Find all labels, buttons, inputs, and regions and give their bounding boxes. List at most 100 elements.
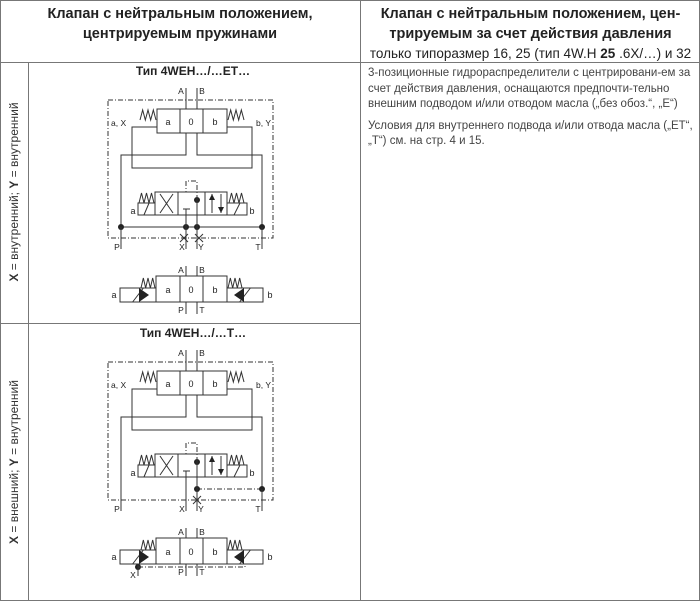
side-col-divider — [28, 62, 29, 601]
pilot-line — [138, 564, 246, 568]
table-border-top — [0, 0, 700, 1]
solenoid-b-label: b — [267, 552, 272, 562]
spring-icon — [227, 108, 245, 122]
port-y-label: Y — [198, 242, 204, 252]
header-divider — [0, 62, 700, 63]
table-border-bottom — [0, 600, 700, 601]
pilot-triangle-icon — [234, 550, 244, 564]
enclosure-frame — [107, 361, 274, 501]
header-line: центрируемым пружинами — [82, 26, 278, 42]
plug-icon — [179, 233, 189, 243]
port-y-label: Y — [198, 504, 204, 514]
port-ax-label: a, X — [111, 118, 126, 128]
port-x-label: X — [179, 242, 185, 252]
pilot-line — [185, 442, 198, 462]
port-ax-label: a, X — [111, 380, 126, 390]
solenoid-b-label: b — [249, 206, 254, 216]
position-b-label: b — [212, 379, 217, 389]
arrow-head — [209, 456, 215, 462]
port-t-label: T — [255, 504, 260, 514]
size-note-text: только типоразмер 16, 25 (тип 4W.H — [369, 46, 601, 61]
solenoid-a-label: a — [111, 290, 116, 300]
header-size-note: только типоразмер 16, 25 (тип 4W.H 25 .6… — [361, 44, 700, 64]
spring-icon — [139, 108, 157, 122]
main-cell-center — [177, 453, 206, 478]
solenoid-b-label: b — [249, 468, 254, 478]
main-cell-center — [177, 191, 206, 216]
solenoid-b-label: b — [267, 290, 272, 300]
row-divider — [0, 323, 361, 324]
position-b-label: b — [212, 285, 217, 295]
line — [131, 388, 253, 431]
solenoid-slash — [233, 202, 241, 216]
line — [120, 133, 187, 227]
port-x-label: X — [130, 570, 136, 580]
port-a-label: A — [178, 527, 184, 537]
port-a-label: A — [178, 348, 184, 358]
spring-icon — [227, 370, 245, 384]
position-b-label: b — [212, 117, 217, 127]
line — [120, 395, 187, 489]
port-b-label: B — [199, 86, 205, 96]
port-x-label: X — [179, 504, 185, 514]
solenoid-icon — [226, 202, 248, 216]
port-b-label: B — [199, 527, 205, 537]
pilot-line — [185, 180, 198, 200]
solenoid-icon — [119, 287, 157, 303]
header-line: трируемым за счет действия давления — [389, 26, 672, 42]
position-a-label: a — [165, 285, 170, 295]
header-line: Клапан с нейтральным положением, цен- — [380, 6, 681, 22]
spring-icon — [228, 454, 245, 466]
table-border-left — [0, 0, 1, 601]
position-0-label: 0 — [188, 285, 193, 295]
plug-icon — [192, 495, 202, 505]
position-a-label: a — [165, 547, 170, 557]
spring-icon — [138, 192, 155, 204]
spring-icon — [228, 192, 245, 204]
position-a-label: a — [165, 379, 170, 389]
spring-icon — [227, 539, 243, 551]
header-line: Клапан с нейтральным положением, — [47, 6, 313, 22]
header-pressure-centered: Клапан с нейтральным положением, цен- тр… — [361, 4, 700, 64]
position-b — [202, 108, 228, 134]
main-cell-parallel — [204, 453, 228, 478]
port-p-label: P — [114, 504, 120, 514]
port-p-label: P — [178, 305, 184, 315]
arrow-head — [218, 469, 224, 475]
pilot-triangle-icon — [234, 288, 244, 302]
enclosure-frame — [107, 99, 274, 239]
spring-icon — [227, 277, 243, 289]
solenoid-a-label: a — [130, 206, 135, 216]
port-t-label: T — [199, 305, 204, 315]
size-note-text: .6X/…) и 32 — [615, 46, 692, 61]
solenoid-icon — [226, 464, 248, 478]
diagram-title: Тип 4WEH…/…ET… — [136, 64, 250, 78]
arrow-head — [218, 207, 224, 213]
position-b — [202, 370, 228, 396]
solenoid-a-label: a — [111, 552, 116, 562]
port-b-label: B — [199, 348, 205, 358]
solenoid-a-label: a — [130, 468, 135, 478]
position-b-label: b — [212, 547, 217, 557]
flow-arrow — [159, 193, 174, 214]
port-a-label: A — [178, 86, 184, 96]
spring-icon — [140, 277, 156, 289]
port-a-label: A — [178, 265, 184, 275]
solenoid-icon — [226, 287, 264, 303]
description-paragraph: 3-позиционные гидрораспределители с цент… — [368, 67, 691, 110]
solenoid-icon — [226, 549, 264, 565]
spring-icon — [140, 539, 156, 551]
line — [131, 126, 253, 169]
diagram-title: Тип 4WEH…/…T… — [140, 326, 246, 340]
position-0-label: 0 — [188, 117, 193, 127]
pilot-triangle-icon — [139, 288, 149, 302]
port-by-label: b, Y — [256, 380, 271, 390]
solenoid-slash — [233, 464, 241, 478]
solenoid-slash — [143, 464, 150, 478]
col-divider — [360, 0, 361, 601]
port-t-label: T — [255, 242, 260, 252]
plug-icon — [194, 233, 204, 243]
arrow-head — [209, 194, 215, 200]
